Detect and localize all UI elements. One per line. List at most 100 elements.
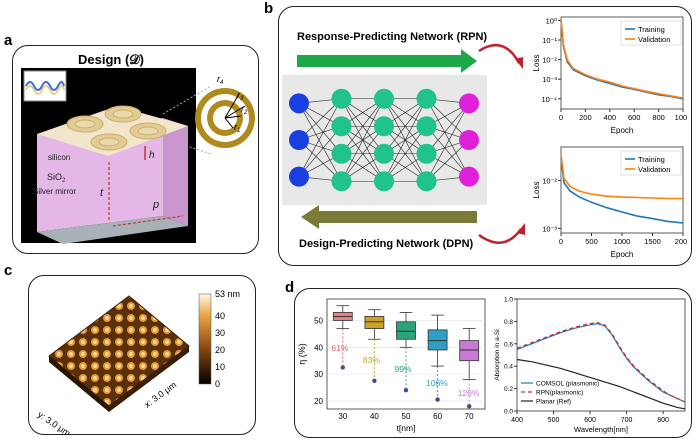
network-edge [298, 103, 342, 182]
legend-label: Validation [638, 35, 670, 44]
y-tick-label: 10⁻¹ [542, 36, 557, 45]
dpn-arrow [301, 205, 477, 229]
x-tick-label: 1000 [675, 113, 687, 122]
network-node [289, 166, 309, 187]
legend-label: Planar (Ref) [536, 399, 571, 406]
x-tick-label: 400 [604, 113, 617, 122]
box-body [364, 316, 385, 329]
network-node [416, 171, 437, 192]
y-axis-label: Absorption in a-Si [494, 329, 501, 380]
y-tick-label: 0.8 [504, 319, 513, 326]
panel-label-a: a [4, 32, 13, 49]
y-tick-label: 0.2 [504, 386, 513, 393]
network-edge [426, 126, 470, 177]
dpn-label: Design-Predicting Network (DPN) [299, 238, 474, 250]
network-nodes [289, 88, 479, 192]
x-tick-label: 40 [370, 412, 379, 421]
percent-annotation: 106% [426, 378, 448, 388]
y-tick-label: 10⁻⁴ [541, 95, 557, 104]
rpn-curve-arrow [478, 43, 521, 64]
network-node [374, 88, 394, 109]
silver-mirror-layer [37, 216, 188, 244]
network-node [459, 166, 479, 187]
panel-b: Response-Predicting Network (RPN) Design… [278, 6, 692, 266]
network-node [374, 171, 394, 192]
x-tick-label: 1000 [614, 237, 631, 246]
box-body [427, 329, 448, 351]
network-edge [383, 98, 427, 182]
network-node [416, 143, 437, 164]
x-tick-label: 50 [402, 412, 411, 421]
percent-annotation: 99% [395, 364, 412, 374]
network-node [331, 88, 352, 109]
rpn-loss-chart: 0200400600800100010⁰10⁻¹10⁻²10⁻³10⁻⁴Epoc… [532, 16, 687, 135]
network-node [289, 93, 309, 114]
legend-box [620, 150, 682, 176]
x-tick-label: 70 [465, 412, 474, 421]
percent-annotation: 83% [363, 355, 380, 365]
panel-label-c: c [4, 262, 13, 279]
x-tick-label: 2000 [675, 237, 687, 246]
reference-point [340, 365, 345, 370]
x-tick-label: 0 [559, 113, 563, 122]
disc-array [66, 105, 167, 151]
network-node [416, 116, 437, 137]
y-tick-label: 1.0 [504, 297, 513, 304]
y-tick-label: 20 [314, 397, 323, 406]
colorbar-tick-label: 20 [215, 345, 225, 355]
colorbar-tick-label: 53 nm [215, 289, 240, 299]
series-line [516, 322, 686, 403]
x-tick-label: 500 [585, 237, 598, 246]
x-tick-label: 200 [579, 113, 592, 122]
legend-label: COMSOL (plasmonic) [536, 381, 599, 388]
x-tick-label: 800 [657, 417, 669, 424]
eta-box-chart: 2030405061%3083%4099%50106%60120%70t[nm]… [297, 298, 486, 433]
network-edge [341, 98, 385, 154]
percent-annotation: 120% [458, 388, 480, 398]
x-tick-label: 600 [628, 113, 641, 122]
radius-r3: r3 [237, 90, 244, 102]
dim-h: h [149, 150, 155, 161]
plot-frame [516, 298, 686, 412]
network-edge [426, 98, 470, 177]
y-tick-label: 10⁰ [546, 16, 557, 25]
legend-label: Validation [638, 165, 670, 174]
dim-p: p [152, 199, 159, 211]
ring-inset [195, 88, 255, 148]
x-tick-label: 400 [511, 417, 523, 424]
reference-point [435, 397, 440, 402]
wave-icon [25, 81, 65, 91]
colorbar-tick-label: 0 [215, 379, 220, 389]
network-edge [383, 126, 427, 182]
network-node [416, 88, 437, 109]
network-edge [383, 98, 427, 154]
y-tick-label: 30 [314, 370, 323, 379]
network-edge [426, 103, 470, 154]
series-line [560, 154, 683, 200]
network-diagram: Response-Predicting Network (RPN) Design… [282, 31, 525, 250]
y-tick-label: 10⁻³ [542, 75, 557, 84]
box-body [459, 340, 480, 362]
y-tick-label: 40 [314, 343, 323, 352]
reference-point [372, 378, 377, 384]
dim-t: t [100, 187, 104, 199]
network-node [331, 171, 352, 192]
x-axis-label: Wavelength[nm] [574, 425, 628, 434]
network-node [331, 116, 352, 137]
x-tick-label: 600 [584, 417, 596, 424]
colorbar [198, 293, 212, 385]
series-line [560, 157, 684, 224]
network-edge [298, 98, 342, 177]
series-line [560, 20, 684, 100]
silicon-label: silicon [48, 153, 70, 162]
network-edge [341, 126, 385, 182]
silicon-layer [37, 106, 188, 156]
y-tick-label: 0.6 [504, 341, 513, 348]
network-node [331, 143, 352, 164]
network-node [374, 116, 394, 137]
rpn-label: Response-Predicting Network (RPN) [297, 31, 487, 43]
network-node [289, 130, 309, 150]
network-node [374, 143, 394, 164]
